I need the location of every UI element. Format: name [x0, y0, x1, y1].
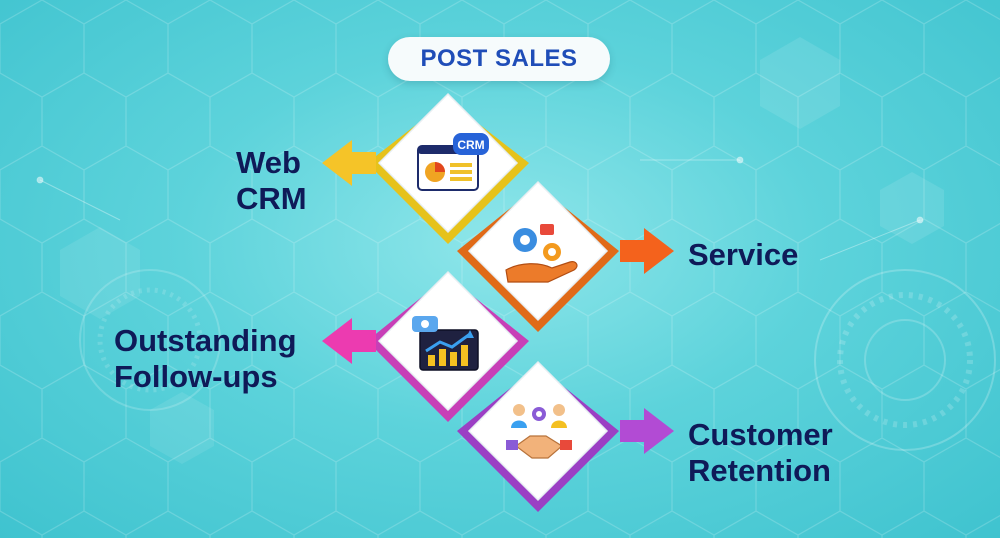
label-web-crm: Web CRM — [236, 145, 307, 216]
crm-badge: CRM — [457, 138, 484, 152]
label-service: Service — [688, 237, 799, 272]
step-customer-retention — [457, 360, 674, 512]
step-service — [457, 180, 674, 332]
retention-arrow — [620, 408, 674, 454]
handshake-team-icon — [506, 404, 572, 459]
label-customer-retention: Customer Retention — [688, 417, 833, 488]
step-retention-card — [467, 360, 609, 502]
service-gears-hand-icon — [505, 224, 578, 283]
crm-dashboard-icon — [417, 133, 489, 191]
outstanding-arrow — [322, 318, 376, 364]
growth-chart-icon — [412, 316, 479, 371]
page-title: POST SALES — [388, 37, 610, 81]
web-crm-arrow — [322, 140, 376, 186]
service-arrow — [620, 228, 674, 274]
step-service-card — [467, 180, 609, 322]
label-outstanding-follow-ups: Outstanding Follow-ups — [114, 323, 297, 394]
step-outstanding-follow-ups — [322, 270, 529, 422]
step-web-crm: CRM — [322, 92, 529, 244]
